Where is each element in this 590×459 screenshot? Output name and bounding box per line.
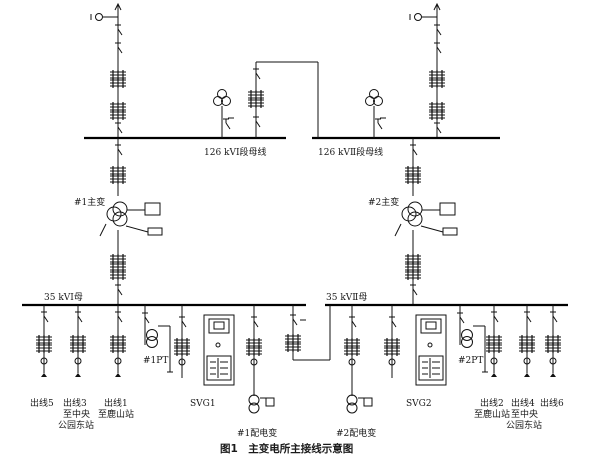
- svg-2: [383, 305, 447, 386]
- label-distribution-1: #1配电变: [237, 427, 277, 439]
- hv-incoming-left: [90, 2, 127, 138]
- label-pt-1: #1PT: [143, 356, 168, 366]
- label-svg-2: SVG2: [406, 399, 432, 409]
- svg-1: [173, 305, 235, 386]
- label-feeder-2-line1: 出线2: [480, 397, 504, 409]
- feeder-6: [545, 305, 561, 377]
- label-feeder-4-line3: 公园东站: [506, 419, 542, 431]
- hv-pt-left: [213, 89, 234, 138]
- label-transformer-1: #1主变: [74, 196, 105, 208]
- label-feeder-1-line2: 至鹿山站: [98, 408, 134, 420]
- feeder-1: [110, 305, 126, 377]
- label-bus-35kv-1: 35 kVⅠ母: [44, 292, 83, 303]
- label-feeder-3-line1: 出线3: [63, 397, 87, 409]
- label-feeder-3-line3: 公园东站: [58, 419, 94, 431]
- label-feeder-4-line1: 出线4: [511, 397, 535, 409]
- pt-2: [456, 305, 488, 373]
- distribution-transformer-2: [343, 305, 373, 414]
- label-distribution-2: #2配电变: [336, 427, 376, 439]
- label-feeder-6: 出线6: [540, 397, 564, 409]
- label-pt-2: #2PT: [458, 356, 483, 366]
- hv-incoming-right: [409, 2, 446, 138]
- transformer-2-branch: [394, 138, 458, 305]
- label-bus-126kv-2: 126 kVⅡ段母线: [318, 146, 383, 158]
- feeder-2: [486, 305, 502, 377]
- bus-tie-126kv: [247, 61, 319, 138]
- label-feeder-1-line1: 出线1: [104, 397, 128, 409]
- label-bus-126kv-1: 126 kVⅠ段母线: [204, 146, 267, 158]
- distribution-transformer-1: [245, 305, 275, 414]
- label-feeder-5: 出线5: [30, 397, 54, 409]
- label-feeder-2-line2: 至鹿山站: [474, 408, 510, 420]
- feeder-3: [70, 305, 86, 377]
- pt-1: [141, 305, 173, 373]
- label-bus-35kv-2: 35 kVⅡ母: [326, 292, 367, 303]
- hv-pt-right: [365, 89, 386, 138]
- label-feeder-4-line2: 至中央: [511, 408, 538, 420]
- label-svg-1: SVG1: [190, 399, 216, 409]
- figure-caption: 图1 主变电所主接线示意图: [220, 442, 353, 455]
- feeder-5: [36, 305, 52, 377]
- feeder-4: [519, 305, 535, 377]
- label-transformer-2: #2主变: [368, 196, 399, 208]
- transformer-1-branch: [99, 138, 163, 305]
- label-feeder-3-line2: 至中央: [63, 408, 90, 420]
- bus-tie-35kv: [284, 305, 331, 361]
